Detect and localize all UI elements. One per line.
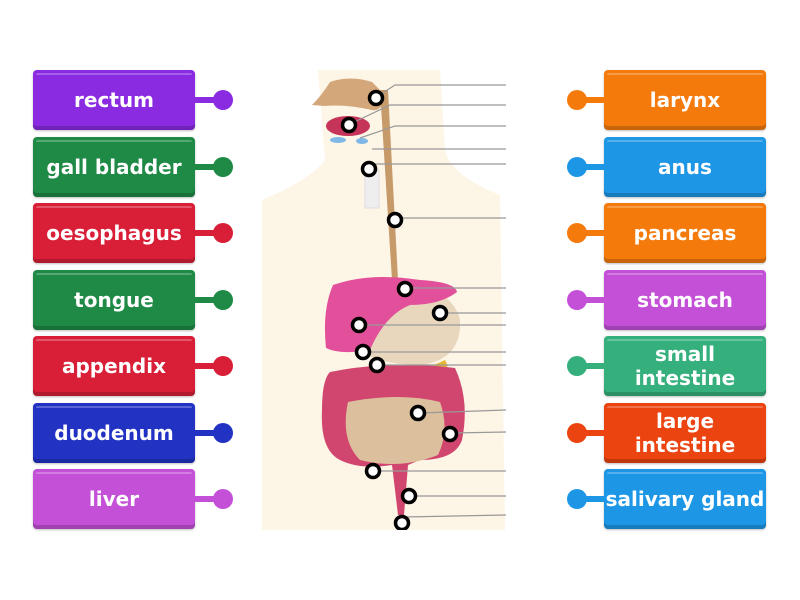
connector-pin[interactable]	[195, 156, 233, 178]
connector-pin[interactable]	[195, 89, 233, 111]
drop-target-hotspot[interactable]	[441, 425, 459, 443]
connector-dot[interactable]	[213, 289, 233, 310]
label-text: stomach	[637, 287, 733, 312]
small-intestine-shape	[345, 397, 445, 464]
drop-target-hotspot[interactable]	[360, 160, 378, 178]
connector-pin[interactable]	[567, 222, 605, 244]
label-card-rectum[interactable]: rectum	[33, 70, 195, 130]
connector-stem	[583, 97, 605, 103]
connector-dot[interactable]	[213, 356, 233, 376]
label-text: pancreas	[633, 221, 737, 245]
label-text: appendix	[61, 354, 166, 378]
connector-pin[interactable]	[195, 488, 233, 510]
drop-target-hotspot[interactable]	[386, 211, 404, 229]
label-card-stomach[interactable]: stomach	[604, 269, 766, 330]
connector-dot[interactable]	[567, 289, 587, 310]
connector-dot[interactable]	[567, 156, 587, 177]
drop-target-hotspot[interactable]	[368, 356, 386, 374]
label-card-liver[interactable]: liver	[33, 469, 195, 529]
connector-dot[interactable]	[213, 156, 233, 177]
connector-stem	[195, 97, 217, 103]
connector-stem	[583, 429, 605, 436]
connector-dot[interactable]	[567, 223, 587, 243]
label-text: small intestine	[634, 342, 736, 390]
drop-target-hotspot[interactable]	[409, 404, 427, 422]
label-text: gall bladder	[46, 154, 182, 179]
drop-target-hotspot[interactable]	[431, 304, 449, 322]
label-card-appendix[interactable]: appendix	[33, 336, 195, 396]
drop-target-hotspot[interactable]	[400, 487, 418, 505]
connector-stem	[583, 230, 605, 236]
connector-stem	[195, 496, 217, 502]
drop-target-hotspot[interactable]	[340, 116, 358, 134]
label-card-pancreas[interactable]: pancreas	[604, 203, 766, 263]
connector-stem	[195, 163, 217, 170]
connector-stem	[583, 363, 605, 369]
connector-stem	[195, 230, 217, 236]
label-text: liver	[88, 487, 140, 511]
drop-target-hotspot[interactable]	[396, 280, 414, 298]
label-card-anus[interactable]: anus	[604, 136, 766, 197]
label-text: anus	[658, 154, 712, 179]
label-card-salivary-gland[interactable]: salivary gland	[604, 469, 766, 529]
drop-target-hotspot[interactable]	[393, 514, 411, 530]
label-text: oesophagus	[46, 221, 182, 245]
salivary-gland-shape-2	[356, 138, 368, 144]
label-card-duodenum[interactable]: duodenum	[33, 402, 195, 463]
connector-stem	[583, 163, 605, 170]
leader-lines	[349, 84, 507, 518]
connector-dot[interactable]	[213, 489, 233, 509]
salivary-gland-shape	[330, 137, 346, 143]
connector-pin[interactable]	[567, 289, 605, 311]
label-card-larynx[interactable]: larynx	[604, 70, 766, 130]
connector-dot[interactable]	[213, 422, 233, 443]
connector-pin[interactable]	[567, 422, 605, 444]
connector-pin[interactable]	[567, 89, 605, 111]
oesophagus-shape	[380, 90, 398, 280]
connector-pin[interactable]	[195, 422, 233, 444]
connector-pin[interactable]	[195, 289, 233, 311]
nasal-cavity	[312, 78, 385, 111]
connector-stem	[195, 363, 217, 369]
connector-dot[interactable]	[567, 489, 587, 509]
connector-pin[interactable]	[195, 222, 233, 244]
connector-dot[interactable]	[567, 90, 587, 110]
label-card-oesophagus[interactable]: oesophagus	[33, 203, 195, 263]
label-text: duodenum	[54, 420, 174, 445]
connector-pin[interactable]	[567, 488, 605, 510]
label-text: salivary gland	[605, 487, 765, 511]
label-card-gall-bladder[interactable]: gall bladder	[33, 136, 195, 197]
liver-shape	[324, 276, 457, 353]
drop-target-hotspot[interactable]	[364, 462, 382, 480]
label-text: rectum	[74, 88, 154, 112]
label-text: large intestine	[634, 408, 736, 457]
connector-pin[interactable]	[567, 355, 605, 377]
drop-target-hotspot[interactable]	[367, 89, 385, 107]
label-text: larynx	[649, 88, 721, 112]
connector-dot[interactable]	[213, 223, 233, 243]
connector-dot[interactable]	[567, 422, 587, 443]
connector-stem	[583, 496, 605, 502]
connector-dot[interactable]	[567, 356, 587, 376]
label-text: tongue	[74, 287, 154, 312]
digestive-system-diagram	[262, 70, 507, 530]
connector-stem	[195, 429, 217, 436]
connector-pin[interactable]	[195, 355, 233, 377]
label-card-tongue[interactable]: tongue	[33, 269, 195, 330]
connector-dot[interactable]	[213, 90, 233, 110]
label-card-large-intestine[interactable]: large intestine	[604, 402, 766, 463]
label-card-small-intestine[interactable]: small intestine	[604, 336, 766, 396]
connector-stem	[195, 296, 217, 303]
drop-target-hotspot[interactable]	[354, 343, 372, 361]
connector-stem	[583, 296, 605, 303]
drop-target-hotspot[interactable]	[350, 316, 368, 334]
connector-pin[interactable]	[567, 156, 605, 178]
